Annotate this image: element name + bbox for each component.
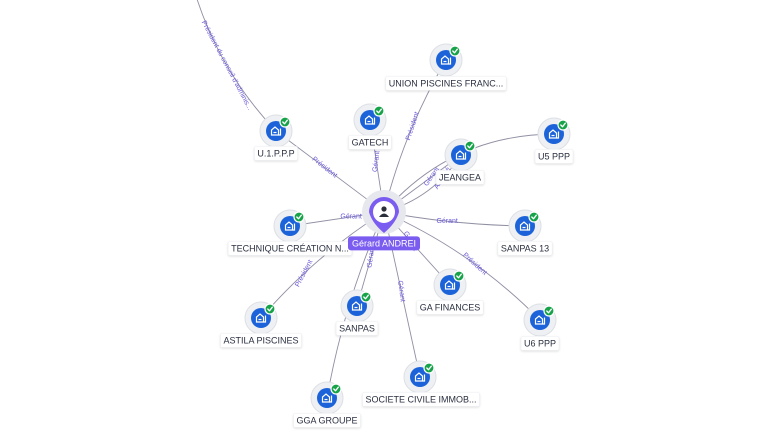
node-icon-badge — [515, 216, 535, 236]
verified-check-icon — [423, 362, 435, 374]
company-label: ASTILA PISCINES — [220, 333, 302, 348]
node-icon-badge — [410, 367, 430, 387]
company-node-gga[interactable]: GGA GROUPE — [293, 381, 361, 428]
person-icon — [379, 206, 389, 217]
company-name: GATECH — [352, 137, 389, 147]
company-node-upp[interactable]: U.1.P.P.P — [254, 114, 298, 161]
verified-check-icon — [264, 303, 276, 315]
building-icon — [548, 129, 560, 139]
building-icon — [364, 115, 376, 125]
relation-label: Gérant — [340, 214, 361, 221]
company-name: JEANGEA — [439, 172, 481, 182]
company-name: U5 PPP — [538, 151, 570, 161]
relation-label: Président — [294, 259, 314, 288]
company-name: GGA GROUPE — [296, 415, 357, 425]
node-icon-badge — [280, 216, 300, 236]
company-name: SOCIETE CIVILE IMMOB... — [365, 394, 476, 404]
relation-edge[interactable]: Président du conseil d'adminis... — [196, 0, 277, 132]
company-label: GATECH — [348, 135, 392, 150]
company-label: SANPAS 13 — [497, 241, 553, 256]
company-name: U.1.P.P.P — [257, 148, 294, 158]
node-icon-badge — [451, 145, 471, 165]
verified-check-icon — [293, 211, 305, 223]
company-label: UNION PISCINES FRANC... — [385, 76, 507, 91]
company-name: UNION PISCINES FRANC... — [389, 78, 504, 88]
company-node-jeangea[interactable]: JEANGEA — [435, 138, 485, 185]
company-label: GGA GROUPE — [293, 413, 361, 428]
verified-check-icon — [557, 119, 569, 131]
building-icon — [270, 126, 282, 136]
verified-check-icon — [360, 291, 372, 303]
verified-check-icon — [449, 45, 461, 57]
person-name-badge: Gérard ANDREI — [347, 236, 421, 251]
building-icon — [414, 372, 426, 382]
company-label: U.1.P.P.P — [254, 146, 298, 161]
company-name: U6 PPP — [524, 338, 556, 348]
company-name: SANPAS 13 — [501, 243, 549, 253]
company-name: ASTILA PISCINES — [223, 335, 298, 345]
company-label: SANPAS — [335, 321, 379, 336]
company-name: SANPAS — [339, 323, 375, 333]
company-node-astila[interactable]: ASTILA PISCINES — [220, 301, 302, 348]
node-icon-badge — [530, 310, 550, 330]
company-label: JEANGEA — [435, 170, 485, 185]
center-inner — [373, 201, 395, 223]
verified-check-icon — [453, 270, 465, 282]
node-icon-badge — [317, 388, 337, 408]
building-icon — [321, 393, 333, 403]
company-node-sanpas13[interactable]: SANPAS 13 — [497, 209, 553, 256]
company-node-gatech[interactable]: GATECH — [348, 103, 392, 150]
company-label: TECHNIQUE CRÉATION N... — [227, 241, 353, 256]
relation-label: Gérant — [372, 150, 382, 172]
relation-label: Président du conseil d'adminis... — [200, 20, 253, 112]
company-name: GA FINANCES — [420, 302, 481, 312]
person-node-center[interactable]: Gérard ANDREI — [347, 190, 421, 251]
person-name: Gérard ANDREI — [352, 238, 416, 248]
company-label: SOCIETE CIVILE IMMOB... — [362, 392, 480, 407]
node-icon-badge — [360, 110, 380, 130]
company-node-union[interactable]: UNION PISCINES FRANC... — [385, 43, 507, 91]
relation-label: Gérant — [366, 246, 376, 268]
relation-label: Gérant — [396, 280, 406, 302]
node-icon-badge — [436, 50, 456, 70]
node-icon-badge — [440, 275, 460, 295]
building-icon — [440, 55, 452, 65]
relation-label: Président — [405, 111, 421, 141]
company-label: GA FINANCES — [416, 300, 484, 315]
node-icon-badge — [251, 308, 271, 328]
relation-label: Président — [461, 252, 488, 277]
edge-line — [196, 0, 277, 132]
company-label: U6 PPP — [520, 336, 560, 351]
company-node-u6[interactable]: U6 PPP — [520, 303, 560, 351]
company-label: U5 PPP — [534, 149, 574, 164]
building-icon — [455, 150, 467, 160]
relation-label: Gérant — [436, 218, 457, 225]
company-node-gafinances[interactable]: GA FINANCES — [416, 268, 484, 315]
verified-check-icon — [528, 211, 540, 223]
node-icon-badge — [347, 296, 367, 316]
verified-check-icon — [279, 116, 291, 128]
nodes-layer: UNION PISCINES FRANC... U.1.P.P.P GATECH JE… — [220, 43, 574, 428]
node-icon-badge — [544, 124, 564, 144]
edge-line — [383, 211, 541, 321]
relation-label: Président — [311, 156, 339, 180]
building-icon — [519, 221, 531, 231]
building-icon — [351, 301, 363, 311]
building-icon — [255, 313, 267, 323]
company-name: TECHNIQUE CRÉATION N... — [231, 243, 349, 253]
company-node-sci[interactable]: SOCIETE CIVILE IMMOB... — [362, 360, 480, 407]
verified-check-icon — [543, 305, 555, 317]
node-icon-badge — [266, 121, 286, 141]
building-icon — [284, 221, 296, 231]
company-node-sanpas[interactable]: SANPAS — [335, 289, 379, 336]
verified-check-icon — [330, 383, 342, 395]
verified-check-icon — [373, 105, 385, 117]
company-node-u5[interactable]: U5 PPP — [534, 117, 574, 164]
building-icon — [534, 315, 546, 325]
building-icon — [444, 280, 456, 290]
verified-check-icon — [464, 140, 476, 152]
company-node-technique[interactable]: TECHNIQUE CRÉATION N... — [227, 209, 353, 256]
